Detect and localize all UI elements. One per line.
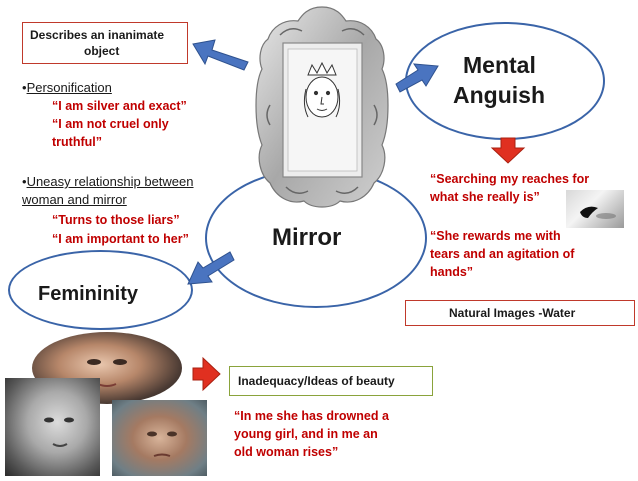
arrow-to-femininity-icon <box>187 251 235 285</box>
personification-bullet: •Personification <box>22 80 112 95</box>
face-photo-icon <box>147 431 177 457</box>
bottom-quote-line1: “In me she has drowned a <box>234 409 389 423</box>
uneasy-line1: Uneasy relationship between <box>26 174 194 189</box>
bottom-quote-line2: young girl, and in me an <box>234 427 378 441</box>
photo-girl-bw <box>5 378 100 476</box>
inadequacy-box: Inadequacy/Ideas of beauty <box>229 366 433 396</box>
natural-images-label: Natural Images -Water <box>449 306 576 320</box>
red-down-arrow-icon <box>490 137 526 164</box>
p-quote-3: truthful” <box>52 135 102 149</box>
femininity-ellipse <box>8 250 193 330</box>
red-right-arrow-icon <box>192 356 221 392</box>
personification-label: Personification <box>26 80 112 95</box>
arrow-to-describes-icon <box>192 39 249 71</box>
u-quote-1: “Turns to those liars” <box>52 213 180 227</box>
right-quote-1-line2: what she really is” <box>430 190 540 204</box>
bullet-glyph: • <box>22 174 27 189</box>
mental-anguish-line1: Mental <box>463 52 536 78</box>
water-image <box>566 190 624 228</box>
photo-old-woman <box>112 400 207 476</box>
describes-line2: object <box>84 44 120 58</box>
water-drop-icon <box>580 206 616 219</box>
natural-images-box: Natural Images -Water <box>405 300 635 326</box>
mirror-frame-image <box>250 5 395 210</box>
p-quote-1: “I am silver and exact” <box>52 99 187 113</box>
p-quote-2: “I am not cruel only <box>52 117 169 131</box>
face-photo-icon <box>87 359 127 387</box>
mirror-label: Mirror <box>272 224 342 251</box>
inadequacy-label: Inadequacy/Ideas of beauty <box>238 374 395 388</box>
ornate-mirror-icon <box>255 6 389 208</box>
describes-inanimate-box: Describes an inanimate object <box>22 22 188 64</box>
right-quote-2-line1: “She rewards me with <box>430 229 561 243</box>
right-quote-2-line3: hands” <box>430 265 474 279</box>
uneasy-bullet: •Uneasy relationship between <box>22 174 194 189</box>
femininity-label: Femininity <box>38 283 139 305</box>
right-quote-1-line1: “Searching my reaches for <box>430 172 590 186</box>
mental-anguish-line2: Anguish <box>453 82 545 108</box>
right-quote-2-line2: tears and an agitation of <box>430 247 575 261</box>
bullet-glyph: • <box>22 80 27 95</box>
arrow-to-mental-anguish-icon <box>395 63 439 93</box>
face-photo-icon <box>44 417 74 447</box>
u-quote-2: “I am important to her” <box>52 232 189 246</box>
describes-line1: Describes an inanimate <box>30 28 165 42</box>
uneasy-line2: woman and mirror <box>22 192 127 207</box>
bottom-quote-line3: old woman rises” <box>234 445 339 459</box>
